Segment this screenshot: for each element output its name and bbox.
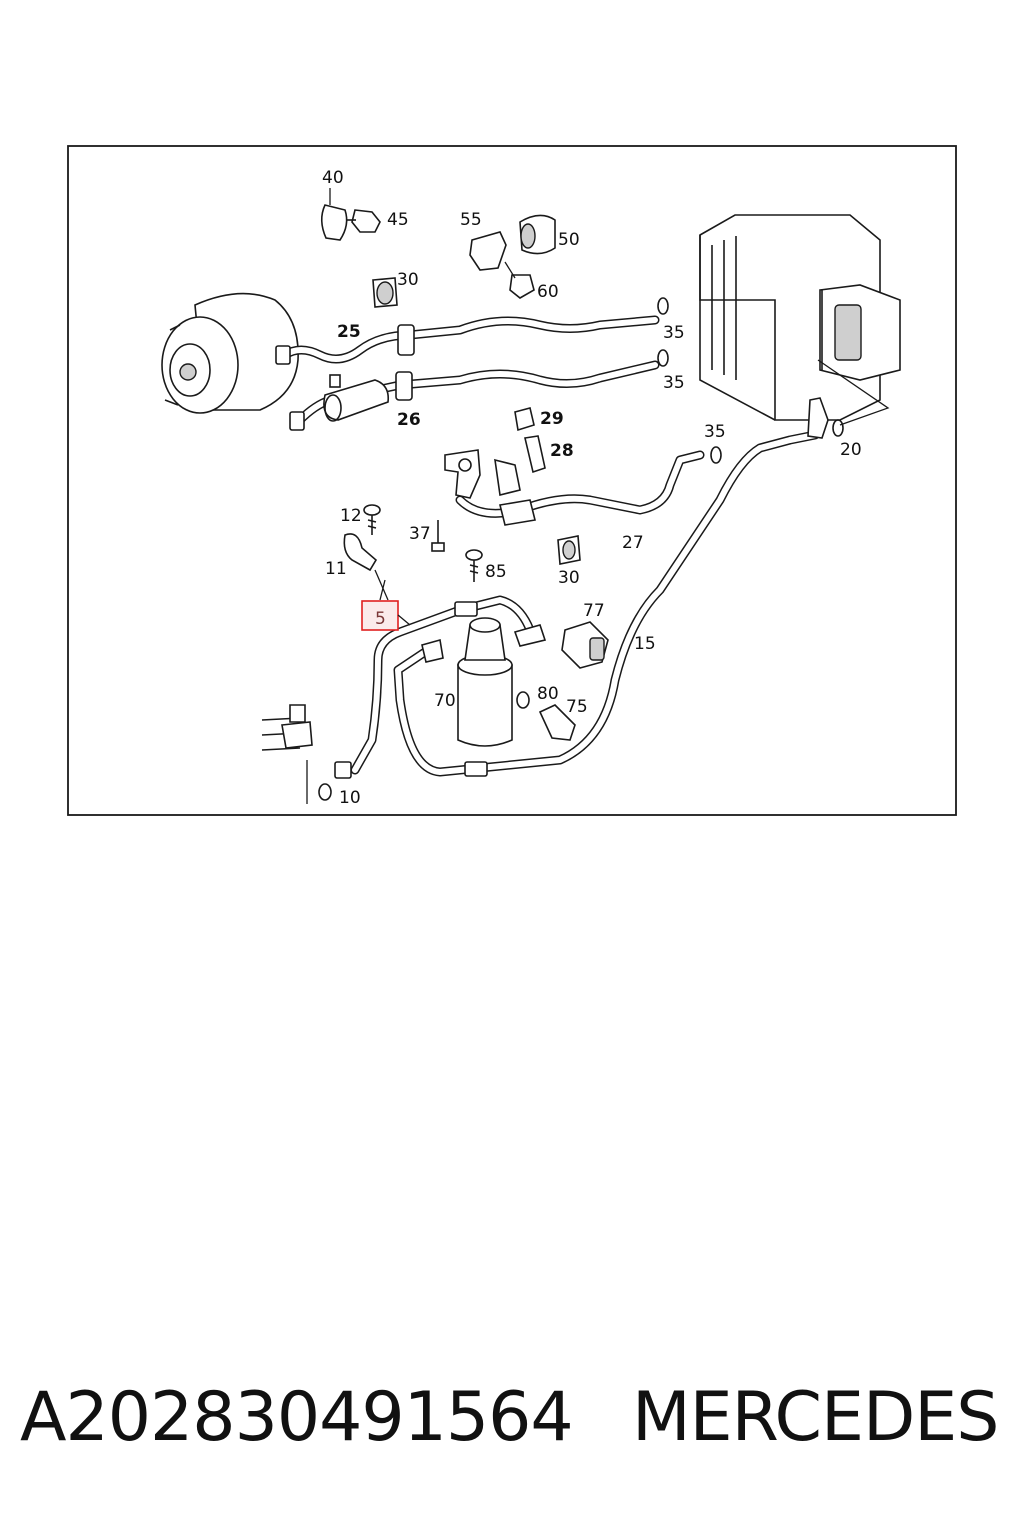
label-55: 55	[460, 210, 482, 230]
highlight-box	[361, 600, 399, 631]
clamp-55	[469, 231, 535, 299]
switch-28	[524, 435, 546, 474]
label-85: 85	[485, 562, 507, 582]
valve-29	[514, 407, 535, 432]
screw-12	[363, 504, 381, 535]
part-number: A202830491564	[20, 1378, 574, 1457]
label-35b: 35	[663, 373, 685, 393]
label-28: 28	[550, 441, 574, 461]
o-ring-80	[516, 691, 530, 709]
hose-25	[275, 315, 660, 365]
switch-75	[538, 704, 576, 741]
clamp-11	[343, 533, 389, 601]
label-50: 50	[558, 230, 580, 250]
label-10: 10	[339, 788, 361, 808]
connection-block	[261, 704, 313, 804]
label-29: 29	[540, 409, 564, 429]
label-35a: 35	[663, 323, 685, 343]
label-11: 11	[325, 559, 347, 579]
grommet-50	[519, 214, 556, 255]
bracket-40	[320, 188, 381, 241]
label-20: 20	[840, 440, 862, 460]
compressor	[161, 292, 299, 414]
label-12: 12	[340, 506, 362, 526]
screw-85	[465, 549, 483, 582]
label-25: 25	[337, 322, 361, 342]
leader-5	[379, 579, 411, 626]
label-5: 5	[375, 609, 386, 629]
pipe-5	[334, 595, 535, 779]
seal-10	[318, 783, 332, 801]
label-37: 37	[409, 524, 431, 544]
grommet-30-lower	[557, 535, 581, 565]
label-77: 77	[583, 601, 605, 621]
label-30a: 30	[397, 270, 419, 290]
evaporator-housing	[699, 214, 901, 426]
label-40: 40	[322, 168, 344, 188]
pipe-15	[393, 397, 829, 777]
receiver-drier-70	[421, 617, 547, 747]
diagram-frame	[67, 145, 957, 816]
label-45: 45	[387, 210, 409, 230]
label-60: 60	[537, 282, 559, 302]
label-35c: 35	[704, 422, 726, 442]
label-80: 80	[537, 684, 559, 704]
label-26: 26	[397, 410, 421, 430]
label-15: 15	[634, 634, 656, 654]
screw-37	[431, 520, 445, 552]
brand-name: MERCEDES	[632, 1378, 999, 1457]
hose-26	[289, 360, 660, 431]
switch-77	[561, 621, 609, 669]
label-30b: 30	[558, 568, 580, 588]
hose-27	[444, 449, 705, 526]
label-27: 27	[622, 533, 644, 553]
o-rings-35	[657, 297, 844, 464]
grommet-30-top	[372, 277, 398, 308]
label-70: 70	[434, 691, 456, 711]
label-75: 75	[566, 697, 588, 717]
